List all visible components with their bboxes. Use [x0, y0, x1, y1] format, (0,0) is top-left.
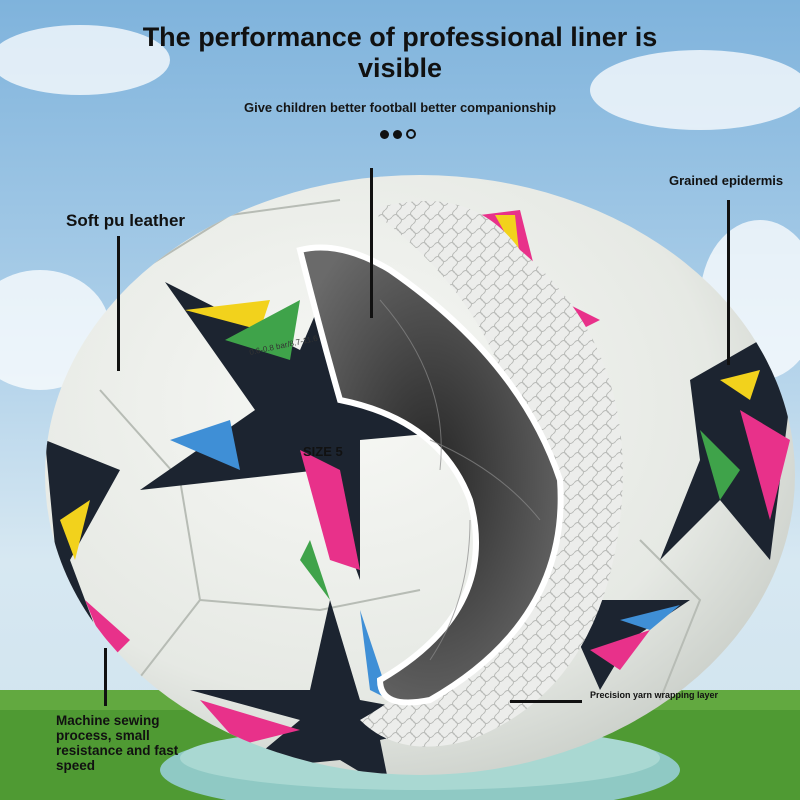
football [45, 175, 795, 775]
liner-panel-seams [379, 299, 541, 661]
carousel-indicator[interactable] [380, 129, 416, 139]
yarn-leader [510, 700, 582, 703]
callout-soft-pu-leather: Soft pu leather [66, 211, 186, 230]
callout-grained-epidermis: Grained epidermis [669, 173, 784, 188]
inner-liner [296, 244, 564, 706]
callout-yarn-wrapping: Precision yarn wrapping layer [590, 690, 719, 700]
soft-leather-leader [117, 236, 120, 371]
size-marking: SIZE 5 [303, 444, 343, 459]
callout-machine-sewing: Machine sewing process, small resistance… [56, 713, 179, 773]
page-subtitle: Give children better football better com… [243, 100, 557, 115]
carousel-dot-2[interactable] [393, 129, 402, 139]
carousel-dot-1[interactable] [380, 129, 389, 139]
carousel-dot-3[interactable] [406, 129, 416, 139]
machine-sewing-leader [104, 648, 107, 706]
grained-leader [727, 200, 730, 365]
page-title: The performance of professional liner is… [142, 22, 658, 83]
yarn-wrapping-layer [360, 201, 623, 747]
liner-leader [370, 168, 373, 318]
